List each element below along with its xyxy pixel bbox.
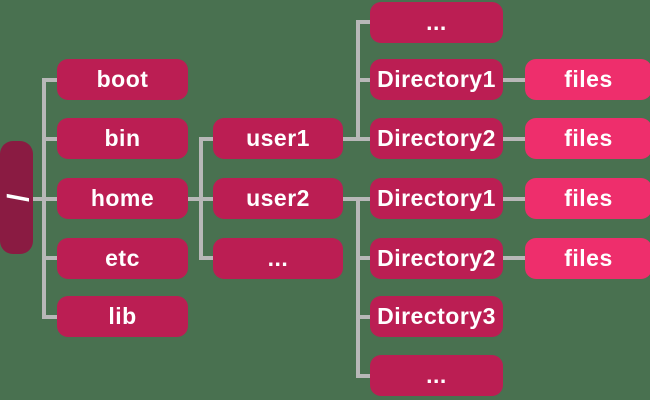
connector-line <box>356 315 370 319</box>
connector-line <box>356 197 370 201</box>
connector-line <box>356 197 360 378</box>
connector-line <box>42 256 57 260</box>
node-user1-directory1: Directory1 <box>370 59 503 100</box>
node-user2: user2 <box>213 178 343 219</box>
connector-line <box>356 20 370 24</box>
root-label: / <box>0 193 34 202</box>
connector-line <box>356 137 370 141</box>
node-bin: bin <box>57 118 188 159</box>
node-home: home <box>57 178 188 219</box>
node-user1-directory2-files: files <box>525 118 650 159</box>
node-user2-dir-ellipsis: ... <box>370 355 503 396</box>
node-user1-dir-ellipsis: ... <box>370 2 503 43</box>
connector-line <box>503 256 525 260</box>
connector-line <box>188 197 203 201</box>
node-etc: etc <box>57 238 188 279</box>
connector-line <box>199 256 213 260</box>
connector-line <box>503 197 525 201</box>
connector-line <box>503 78 525 82</box>
node-user2-directory2-files: files <box>525 238 650 279</box>
connector-line <box>42 137 57 141</box>
connector-line <box>356 78 370 82</box>
node-user2-directory3: Directory3 <box>370 296 503 337</box>
connector-line <box>503 137 525 141</box>
node-users-ellipsis: ... <box>213 238 343 279</box>
node-boot: boot <box>57 59 188 100</box>
connector-line <box>356 256 370 260</box>
node-root: / <box>0 141 34 254</box>
connector-line <box>42 78 57 82</box>
node-user2-directory1: Directory1 <box>370 178 503 219</box>
connector-line <box>356 374 370 378</box>
connector-line <box>343 137 360 141</box>
connector-line <box>199 137 213 141</box>
node-user1: user1 <box>213 118 343 159</box>
node-user1-directory1-files: files <box>525 59 650 100</box>
node-user2-directory2: Directory2 <box>370 238 503 279</box>
node-user1-directory2: Directory2 <box>370 118 503 159</box>
connector-line <box>30 197 57 201</box>
connector-line <box>199 197 213 201</box>
connector-line <box>42 315 57 319</box>
connector-line <box>343 197 360 201</box>
node-user2-directory1-files: files <box>525 178 650 219</box>
node-lib: lib <box>57 296 188 337</box>
